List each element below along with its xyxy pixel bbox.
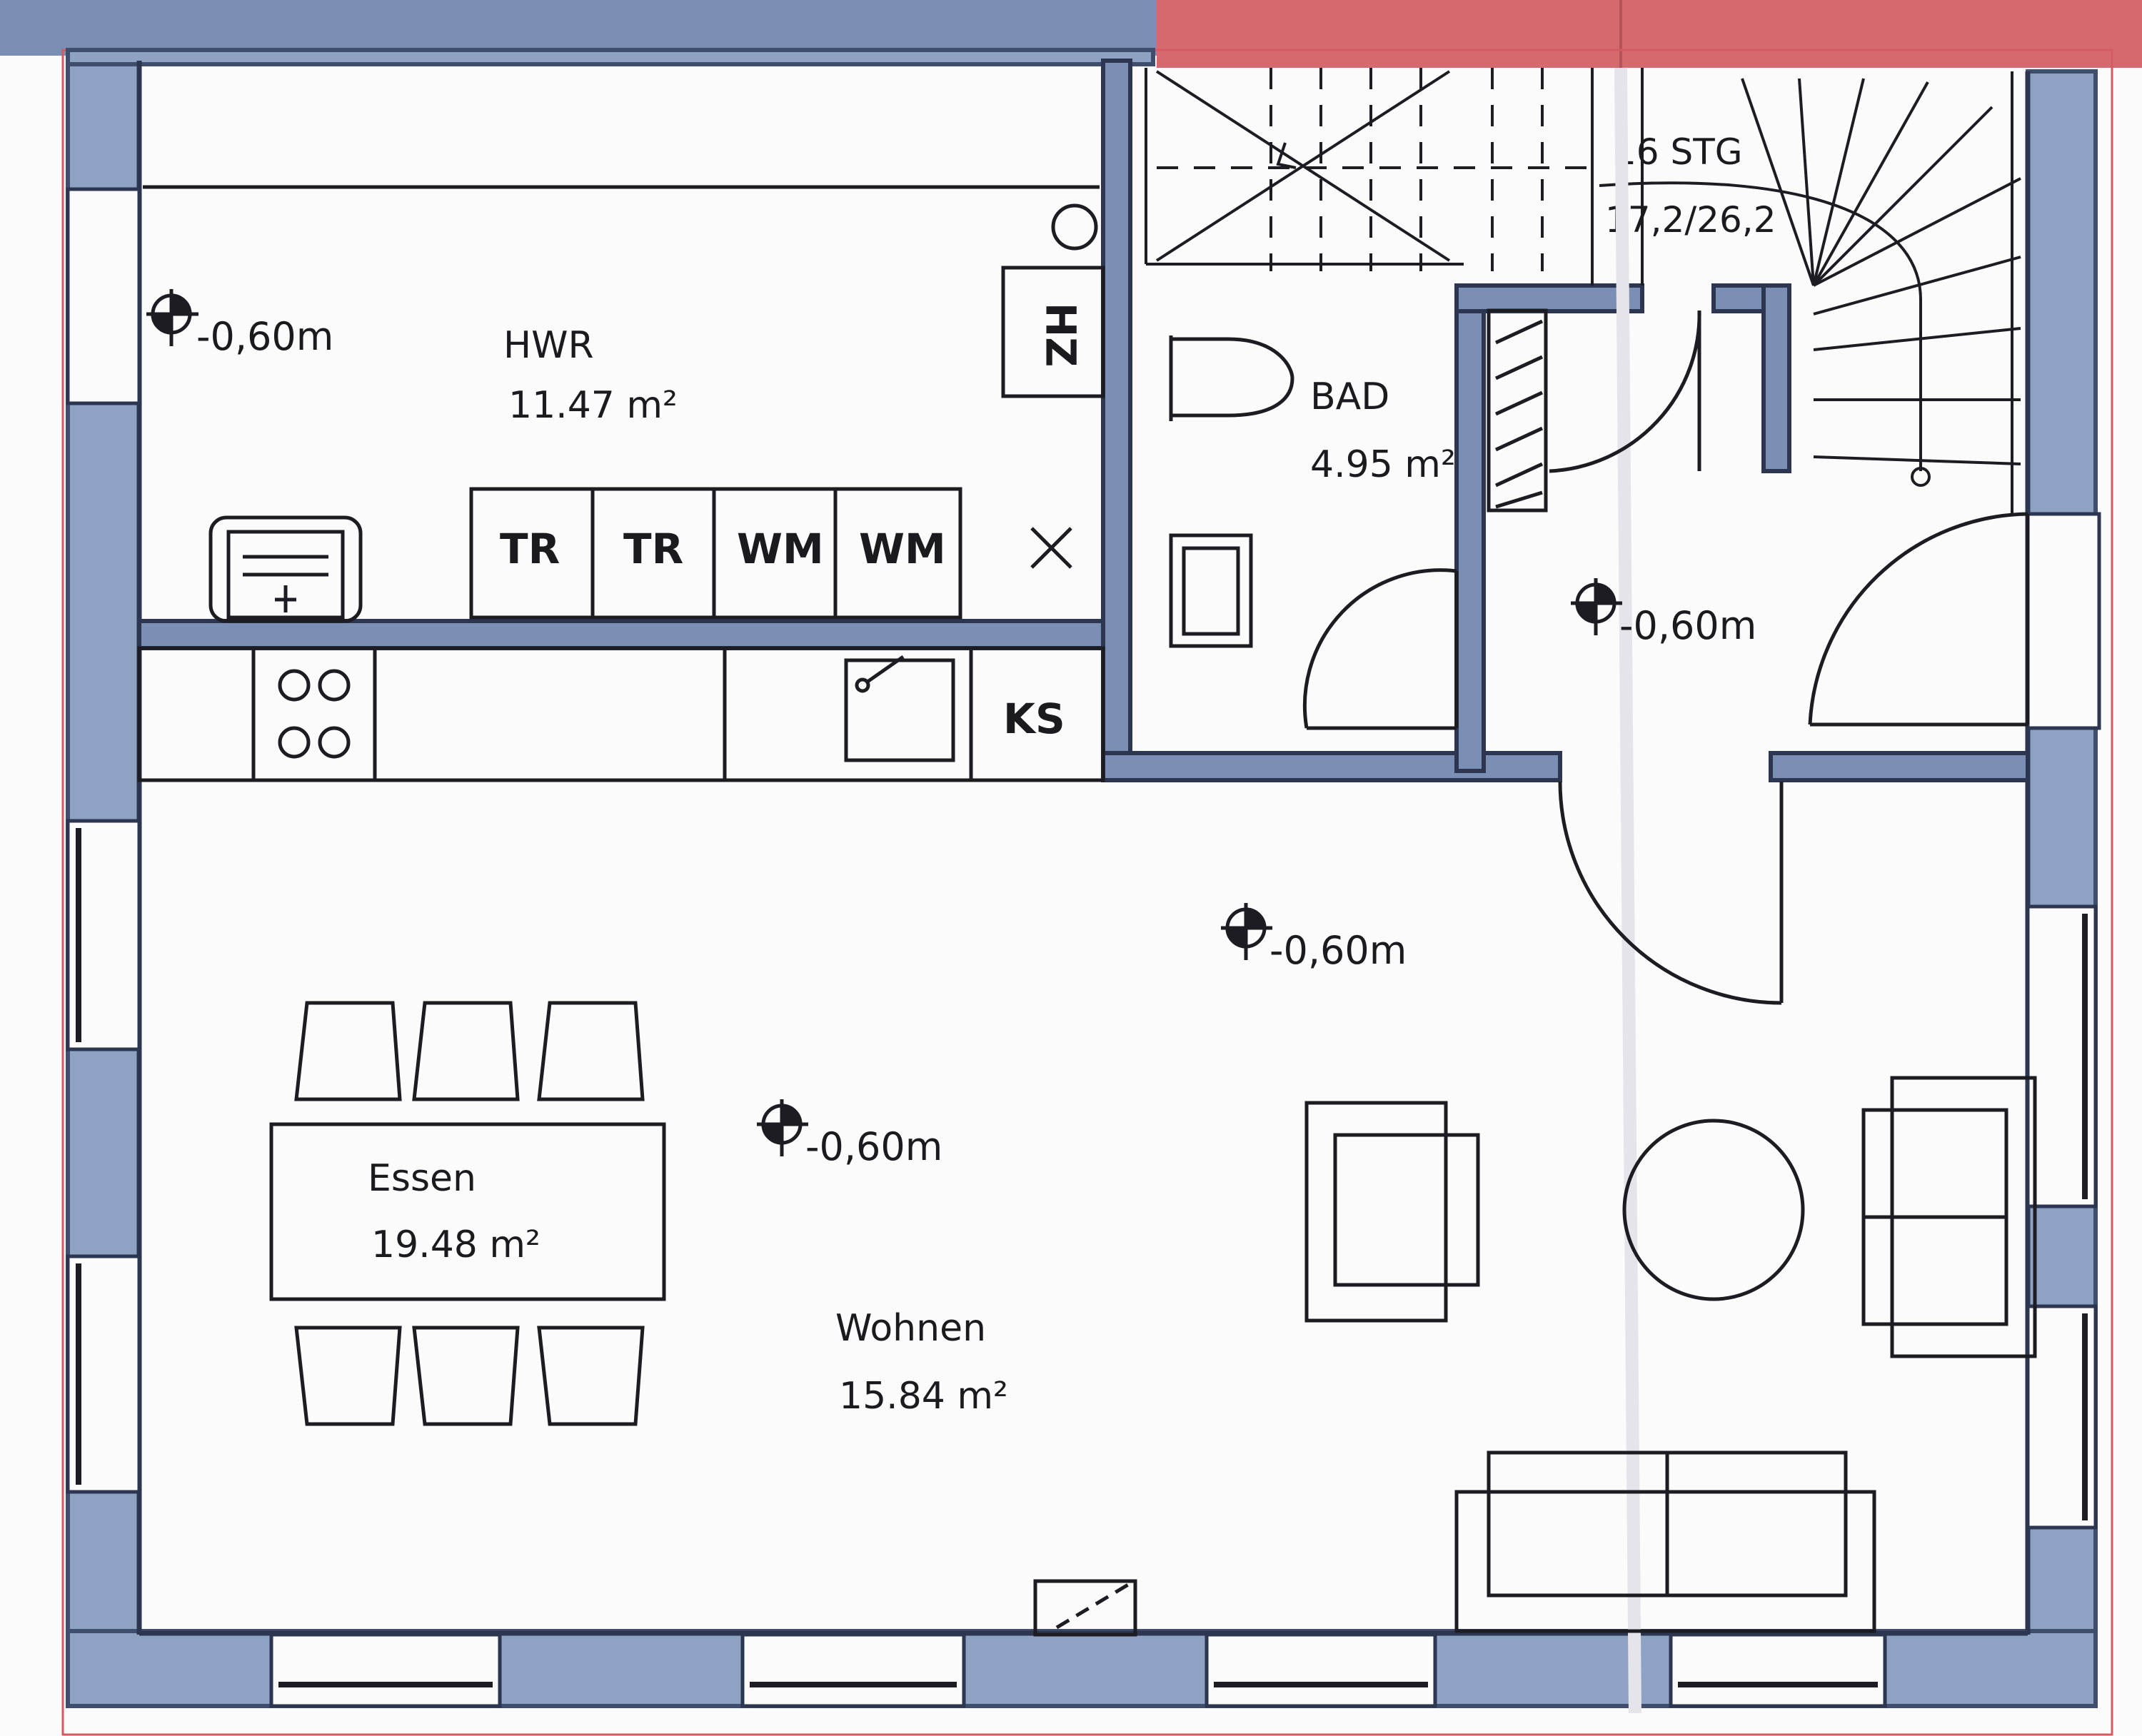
level-label-hall: -0,60m bbox=[1619, 603, 1757, 648]
level-marker-living-icon bbox=[1221, 903, 1272, 960]
level-label-living: -0,60m bbox=[1269, 928, 1407, 973]
appliance-fridge: KS bbox=[1003, 695, 1065, 743]
interior-walls bbox=[137, 59, 2030, 782]
level-markers bbox=[146, 289, 1622, 1156]
room-name-wohnen: Wohnen bbox=[835, 1307, 987, 1350]
stair-ratio-label: 17,2/26,2 bbox=[1605, 199, 1776, 241]
roof-band-blue bbox=[0, 0, 1157, 56]
living-furniture bbox=[1033, 1076, 2037, 1637]
appliance-dryer-2: TR bbox=[623, 525, 684, 573]
level-marker-hwr-icon bbox=[146, 289, 198, 346]
bathroom-fixtures bbox=[1169, 308, 1548, 648]
dining-set bbox=[269, 1001, 666, 1426]
room-name-bad: BAD bbox=[1310, 375, 1390, 418]
stairwell bbox=[1145, 68, 2021, 514]
room-name-hwr: HWR bbox=[503, 324, 594, 367]
level-marker-dining-icon bbox=[757, 1099, 808, 1156]
appliance-washer-1: WM bbox=[737, 525, 824, 573]
hwr-fixtures bbox=[143, 185, 1105, 623]
level-label-hwr: -0,60m bbox=[196, 314, 334, 359]
appliance-washer-2: WM bbox=[859, 525, 946, 573]
level-label-dining: -0,60m bbox=[805, 1124, 943, 1169]
level-marker-hall-icon bbox=[1571, 578, 1622, 635]
doors bbox=[1302, 310, 2030, 1005]
appliance-dryer-1: TR bbox=[500, 525, 560, 573]
room-area-wohnen: 15.84 m² bbox=[839, 1375, 1008, 1418]
stair-steps-label: 16 STG bbox=[1614, 131, 1743, 173]
room-area-essen: 19.48 m² bbox=[371, 1223, 540, 1266]
room-name-essen: Essen bbox=[368, 1157, 476, 1200]
window-glass bbox=[76, 828, 2088, 1687]
entrance-opening bbox=[2026, 512, 2101, 730]
roof-band-red bbox=[1157, 0, 2142, 68]
appliance-heating: HZ bbox=[1036, 302, 1085, 368]
room-area-bad: 4.95 m² bbox=[1310, 443, 1456, 486]
room-area-hwr: 11.47 m² bbox=[508, 384, 678, 427]
kitchen-counter bbox=[137, 646, 1105, 782]
